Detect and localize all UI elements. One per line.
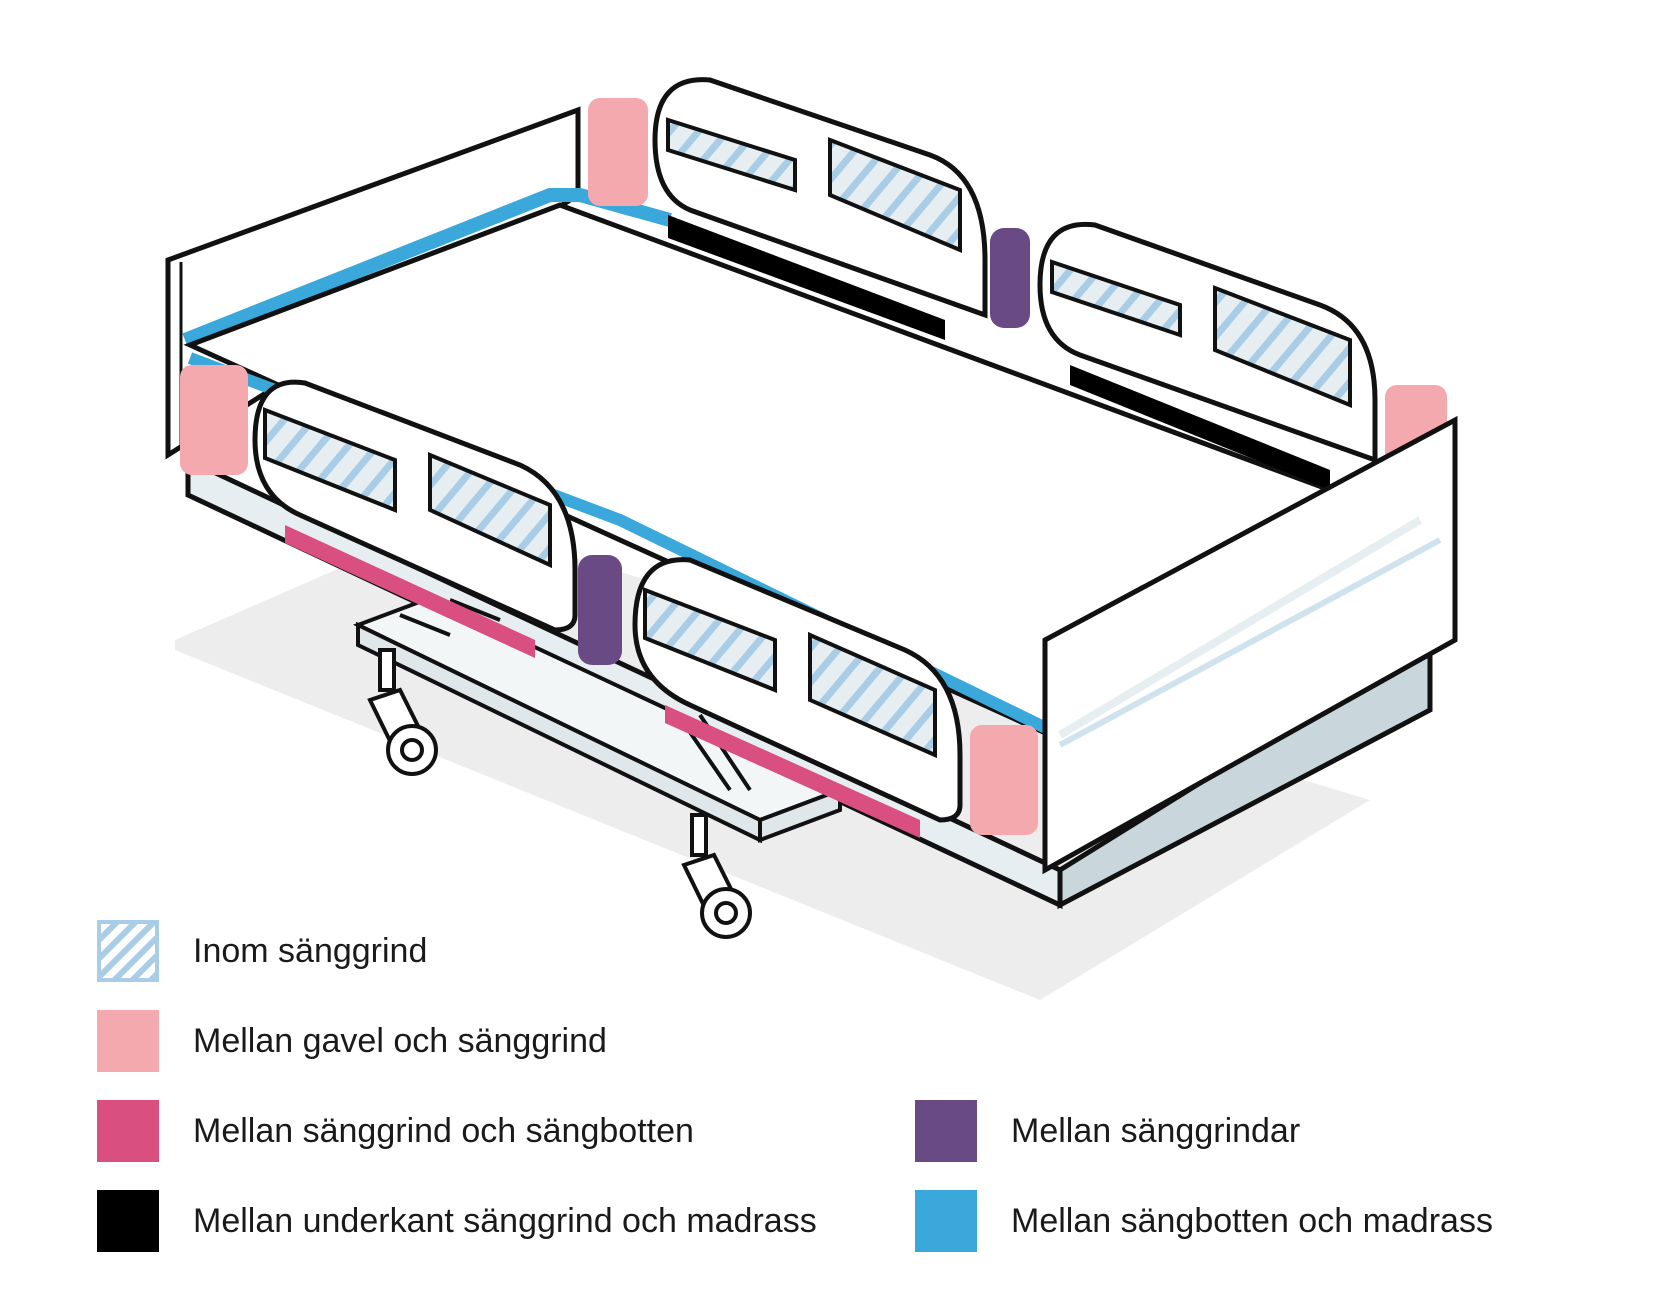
magenta-square-icon bbox=[97, 1100, 159, 1162]
pink-square-icon bbox=[97, 1010, 159, 1072]
legend-item-underkant: Mellan underkant sänggrind och madrass bbox=[97, 1190, 817, 1252]
purple-square-icon bbox=[915, 1100, 977, 1162]
pink-gap-back-left bbox=[588, 98, 648, 206]
pink-gap-left-end bbox=[180, 365, 248, 475]
pink-gap-front-right bbox=[970, 725, 1038, 835]
legend-label: Inom sänggrind bbox=[193, 931, 428, 970]
legend-item-grindar: Mellan sänggrindar bbox=[915, 1100, 1300, 1162]
blue-square-icon bbox=[915, 1190, 977, 1252]
blue-gap-back bbox=[182, 188, 672, 347]
legend-label: Mellan gavel och sänggrind bbox=[193, 1021, 607, 1060]
right-caster-wheel bbox=[681, 813, 752, 939]
front-rail-1 bbox=[252, 379, 578, 633]
legend-item-inom: Inom sänggrind bbox=[97, 920, 427, 982]
legend-label: Mellan sänggrind och sängbotten bbox=[193, 1111, 694, 1150]
purple-gap-back bbox=[990, 228, 1030, 328]
purple-gap-front bbox=[578, 555, 622, 665]
hatched-square-icon bbox=[97, 920, 159, 982]
magenta-gap-2 bbox=[665, 705, 920, 838]
back-rail-2 bbox=[1037, 221, 1378, 464]
black-gap-1 bbox=[668, 215, 945, 340]
legend-label: Mellan underkant sänggrind och madrass bbox=[193, 1201, 817, 1240]
legend-label: Mellan sängbotten och madrass bbox=[1011, 1201, 1493, 1240]
black-gap-2 bbox=[1070, 365, 1330, 490]
legend-item-gavel: Mellan gavel och sänggrind bbox=[97, 1010, 607, 1072]
magenta-gap-1 bbox=[285, 525, 535, 658]
legend-label: Mellan sänggrindar bbox=[1011, 1111, 1301, 1150]
back-rail-1 bbox=[652, 77, 988, 319]
left-caster-wheel bbox=[367, 648, 438, 776]
black-square-icon bbox=[97, 1190, 159, 1252]
legend-item-madrass: Mellan sängbotten och madrass bbox=[915, 1190, 1493, 1252]
front-rail-2 bbox=[632, 557, 963, 823]
legend-item-botten: Mellan sänggrind och sängbotten bbox=[97, 1100, 694, 1162]
